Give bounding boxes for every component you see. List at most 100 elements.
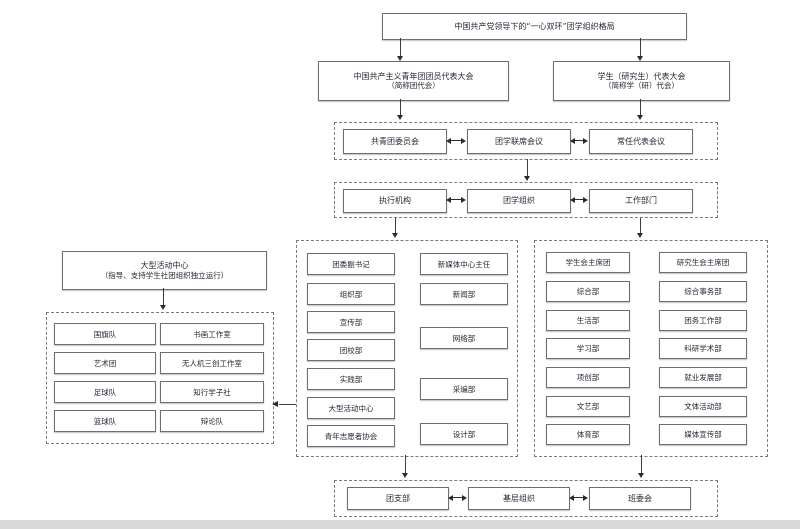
union-box: 研究生会主席团: [659, 252, 747, 273]
committee-box: 团校部: [307, 339, 395, 361]
grassroots-group: [334, 480, 718, 517]
union-box: 媒体宣传部: [659, 424, 747, 445]
union-box: 就业发展部: [659, 367, 747, 388]
club-label: 国旗队: [93, 329, 117, 339]
double-arrow-exec-1: [446, 196, 466, 203]
league-committee-box: 共青团委员会: [343, 129, 447, 154]
committee-departments-group: [296, 240, 518, 457]
committee-box: 新媒体中心主任: [420, 253, 508, 275]
union-label: 综合部: [576, 287, 600, 296]
committee-label: 团校部: [339, 345, 363, 355]
connector-committee-clubs: [279, 404, 296, 405]
committee-label: 网络部: [452, 333, 476, 343]
connector-league-council: [400, 99, 401, 115]
club-box: 足球队: [54, 381, 156, 403]
union-box: 团务工作部: [659, 310, 747, 331]
union-label: 文体活动部: [684, 402, 722, 411]
committee-label: 实践部: [339, 374, 363, 384]
committee-label: 采编部: [452, 384, 476, 394]
league-congress-line1: 中国共产主义青年团团员代表大会: [353, 71, 474, 81]
union-box: 科研学术部: [659, 338, 747, 359]
union-box: 文艺部: [546, 396, 630, 417]
top-title: 中国共产党领导下的“一心双环”团学组织格局: [454, 21, 615, 31]
league-committee-label: 共青团委员会: [371, 136, 419, 146]
committee-label: 青年志愿者协会: [324, 431, 378, 441]
arrowhead-student-council: [637, 115, 643, 120]
club-box: 篮球队: [54, 410, 156, 432]
connector-top-right: [640, 38, 641, 56]
committee-box: 网络部: [420, 327, 508, 349]
arrowhead-exec-unions: [637, 233, 643, 238]
class-committee-box: 班委会: [589, 487, 691, 510]
arrowhead-activity-clubs: [160, 305, 166, 310]
league-orgs-label: 团学组织: [503, 196, 535, 206]
arrowhead-top-right: [637, 56, 643, 61]
student-unions-group: [534, 240, 768, 457]
club-label: 知行学子社: [193, 387, 231, 397]
committee-box: 团委副书记: [307, 253, 395, 275]
club-label: 书画工作室: [193, 329, 231, 339]
club-label: 无人机三创工作室: [182, 358, 242, 368]
club-box: 艺术团: [54, 352, 156, 374]
connector-activity-clubs: [163, 288, 164, 305]
league-congress-line2: （简称团代会）: [387, 81, 440, 91]
council-group: [334, 122, 718, 160]
activity-center-line1: 大型活动中心: [140, 261, 189, 271]
arrowhead-committee-grassroots: [402, 473, 408, 478]
union-label: 媒体宣传部: [684, 430, 722, 439]
committee-box: 新闻部: [420, 283, 508, 305]
club-label: 足球队: [93, 387, 117, 397]
arrowhead-top-left: [397, 56, 403, 61]
work-depts-label: 工作部门: [625, 196, 657, 206]
committee-box: 宣传部: [307, 311, 395, 333]
committee-box: 实践部: [307, 368, 395, 390]
connector-council-exec: [527, 159, 528, 176]
connector-student-council: [640, 99, 641, 115]
double-arrow-grassroots-1: [448, 494, 467, 501]
club-box: 辩论队: [160, 410, 264, 432]
union-label: 综合事务部: [684, 287, 722, 296]
union-box: 项创部: [546, 367, 630, 388]
committee-label: 新闻部: [452, 289, 476, 299]
committee-box: 大型活动中心: [307, 397, 395, 419]
committee-label: 宣传部: [339, 317, 363, 327]
club-label: 辩论队: [200, 416, 224, 426]
committee-label: 组织部: [339, 289, 363, 299]
exec-organ-box: 执行机构: [343, 189, 447, 213]
connector-top-left: [400, 38, 401, 56]
union-label: 体育部: [576, 430, 600, 439]
club-label: 篮球队: [93, 416, 117, 426]
clubs-group: [46, 312, 274, 444]
union-box: 综合事务部: [659, 281, 747, 302]
connector-exec-unions: [640, 218, 641, 233]
bottom-gray-strip: [0, 520, 800, 529]
committee-label: 设计部: [452, 429, 476, 439]
student-congress-line2: （简称学（研）代会）: [604, 81, 679, 91]
club-box: 国旗队: [54, 323, 156, 345]
arrowhead-council-exec: [524, 176, 530, 181]
committee-box: 青年志愿者协会: [307, 425, 395, 447]
league-branch-box: 团支部: [347, 487, 449, 510]
arrowhead-exec-committee: [392, 233, 398, 238]
club-label: 艺术团: [93, 358, 117, 368]
union-label: 团务工作部: [684, 316, 722, 325]
double-arrow-council-1: [446, 137, 466, 144]
student-congress-box: 学生（研究生）代表大会 （简称学（研）代会）: [553, 61, 730, 101]
joint-meeting-label: 团学联席会议: [495, 136, 543, 146]
exec-organ-label: 执行机构: [379, 196, 411, 206]
student-congress-line1: 学生（研究生）代表大会: [597, 71, 686, 81]
committee-box: 采编部: [420, 378, 508, 400]
grassroots-org-label: 基层组织: [503, 493, 535, 503]
union-label: 文艺部: [576, 402, 600, 411]
arrowhead-league-council: [397, 115, 403, 120]
union-box: 生活部: [546, 310, 630, 331]
double-arrow-exec-2: [570, 196, 588, 203]
committee-box: 组织部: [307, 283, 395, 305]
connector-unions-grassroots: [641, 455, 642, 473]
arrowhead-committee-clubs: [272, 401, 278, 407]
union-box: 学生会主席团: [546, 252, 630, 273]
union-label: 研究生会主席团: [676, 258, 730, 267]
union-label: 科研学术部: [684, 344, 722, 353]
union-box: 综合部: [546, 281, 630, 302]
arrowhead-unions-grassroots: [638, 473, 644, 478]
